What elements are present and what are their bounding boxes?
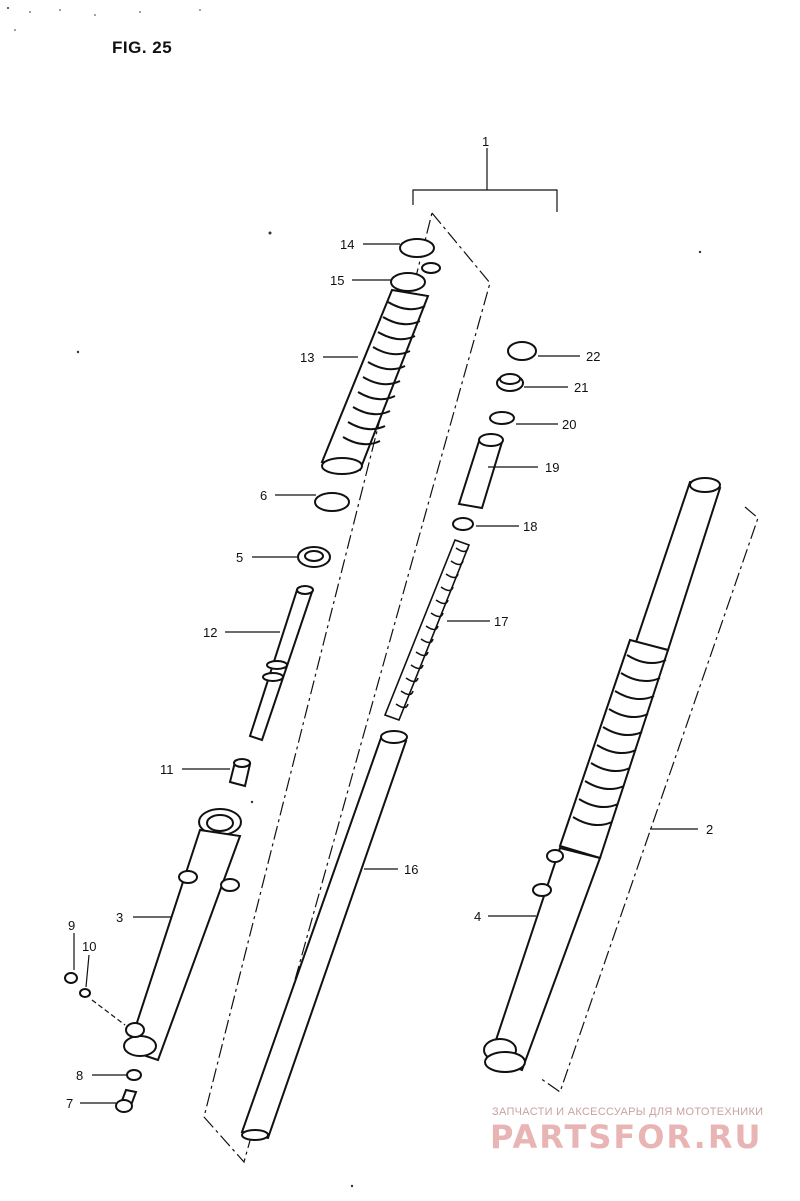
part-18-seat — [452, 517, 474, 531]
part-14-ring — [399, 238, 441, 274]
part-22-cap — [507, 341, 537, 361]
callout-14: 14 — [340, 237, 354, 252]
callout-19: 19 — [545, 460, 559, 475]
callout-1: 1 — [482, 134, 489, 149]
assembly-1-outline — [203, 212, 491, 1164]
callout-2: 2 — [706, 822, 713, 837]
callout-18: 18 — [523, 519, 537, 534]
part-21-capbolt — [496, 373, 524, 392]
callout-4: 4 — [474, 909, 481, 924]
callout-7: 7 — [66, 1096, 73, 1111]
callout-21: 21 — [574, 380, 588, 395]
callout-17: 17 — [494, 614, 508, 629]
scan-specks — [7, 7, 702, 1188]
part-10-washer — [79, 988, 91, 998]
figure-title: FIG. 25 — [112, 38, 173, 57]
assembly-2-outline — [539, 506, 759, 1093]
callouts: 1 14 15 13 6 5 12 11 3 9 10 8 7 16 17 18… — [66, 134, 713, 1111]
part-15-ring — [390, 272, 426, 292]
part-20-oring — [489, 411, 515, 425]
part-11-spindle — [228, 758, 252, 788]
part-7-bolt — [115, 1088, 138, 1113]
part-5-seal — [297, 546, 331, 568]
callout-22: 22 — [586, 349, 600, 364]
part-16-inner-tube — [240, 730, 408, 1141]
part-8-washer — [126, 1069, 142, 1081]
callout-5: 5 — [236, 550, 243, 565]
callout-11: 11 — [160, 762, 174, 777]
part-17-spring — [383, 538, 471, 722]
leader-lines — [73, 243, 698, 1104]
callout-12: 12 — [203, 625, 217, 640]
callout-3: 3 — [116, 910, 123, 925]
callout-20: 20 — [562, 417, 576, 432]
part-2-fork-assembly — [483, 477, 722, 1073]
watermark-tagline: ЗАПЧАСТИ И АКСЕССУАРЫ ДЛЯ МОТОТЕХНИКИ — [492, 1106, 764, 1118]
part-13-boot — [320, 288, 430, 475]
callout-9: 9 — [68, 918, 75, 933]
part-6-oring — [314, 492, 350, 512]
callout-6: 6 — [260, 488, 267, 503]
watermark-logo: PARTSFOR.RU — [490, 1118, 763, 1156]
callout-10: 10 — [82, 939, 96, 954]
part-12-rod — [248, 585, 314, 742]
part-9-bolt — [64, 972, 78, 984]
callout-16: 16 — [404, 862, 418, 877]
part-3-outer-tube — [123, 808, 242, 1062]
callout-13: 13 — [300, 350, 314, 365]
part-19-spacer — [457, 433, 504, 510]
bracket-1 — [412, 148, 558, 212]
callout-8: 8 — [76, 1068, 83, 1083]
callout-15: 15 — [330, 273, 344, 288]
